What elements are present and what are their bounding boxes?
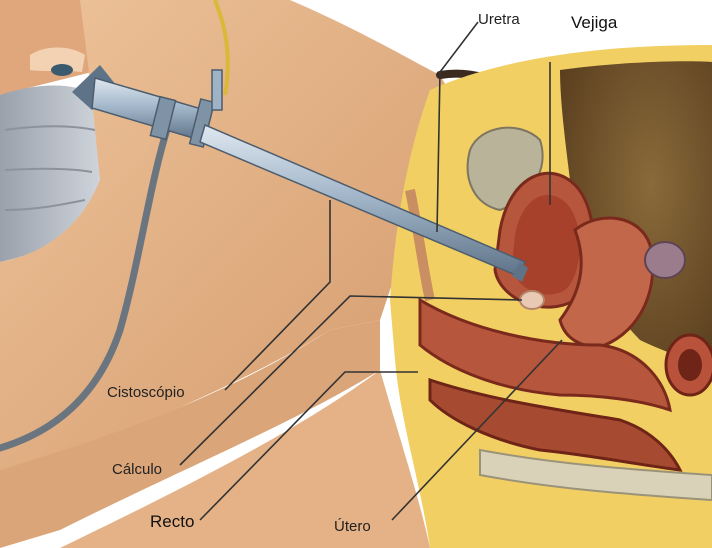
bladder-stone (519, 290, 545, 310)
label-calculo: Cálculo (112, 461, 163, 478)
vagina-wall (418, 297, 672, 413)
cystoscope (72, 65, 528, 282)
label-utero: Útero (334, 518, 371, 535)
label-uretra: Uretra (478, 11, 520, 28)
leader-utero (391, 339, 563, 521)
light-cable (0, 116, 174, 452)
uterus (558, 216, 655, 348)
leader-lines (179, 21, 563, 521)
leader-cistoscopio (224, 200, 331, 391)
rectum (428, 377, 683, 472)
ovary (644, 241, 686, 279)
label-vejiga: Vejiga (571, 13, 618, 32)
leader-calculo (179, 295, 523, 466)
doctor-eye (51, 64, 73, 76)
label-cistoscopio: Cistoscópio (107, 384, 185, 401)
pelvic-cross-section (390, 45, 712, 548)
surgical-mask (0, 85, 100, 262)
leader-uretra (436, 21, 479, 233)
label-recto: Recto (150, 512, 195, 531)
irrigation-tube (213, 0, 230, 96)
doctor-head (0, 0, 108, 262)
leader-recto (199, 371, 418, 521)
abdominal-cavity (560, 61, 712, 371)
